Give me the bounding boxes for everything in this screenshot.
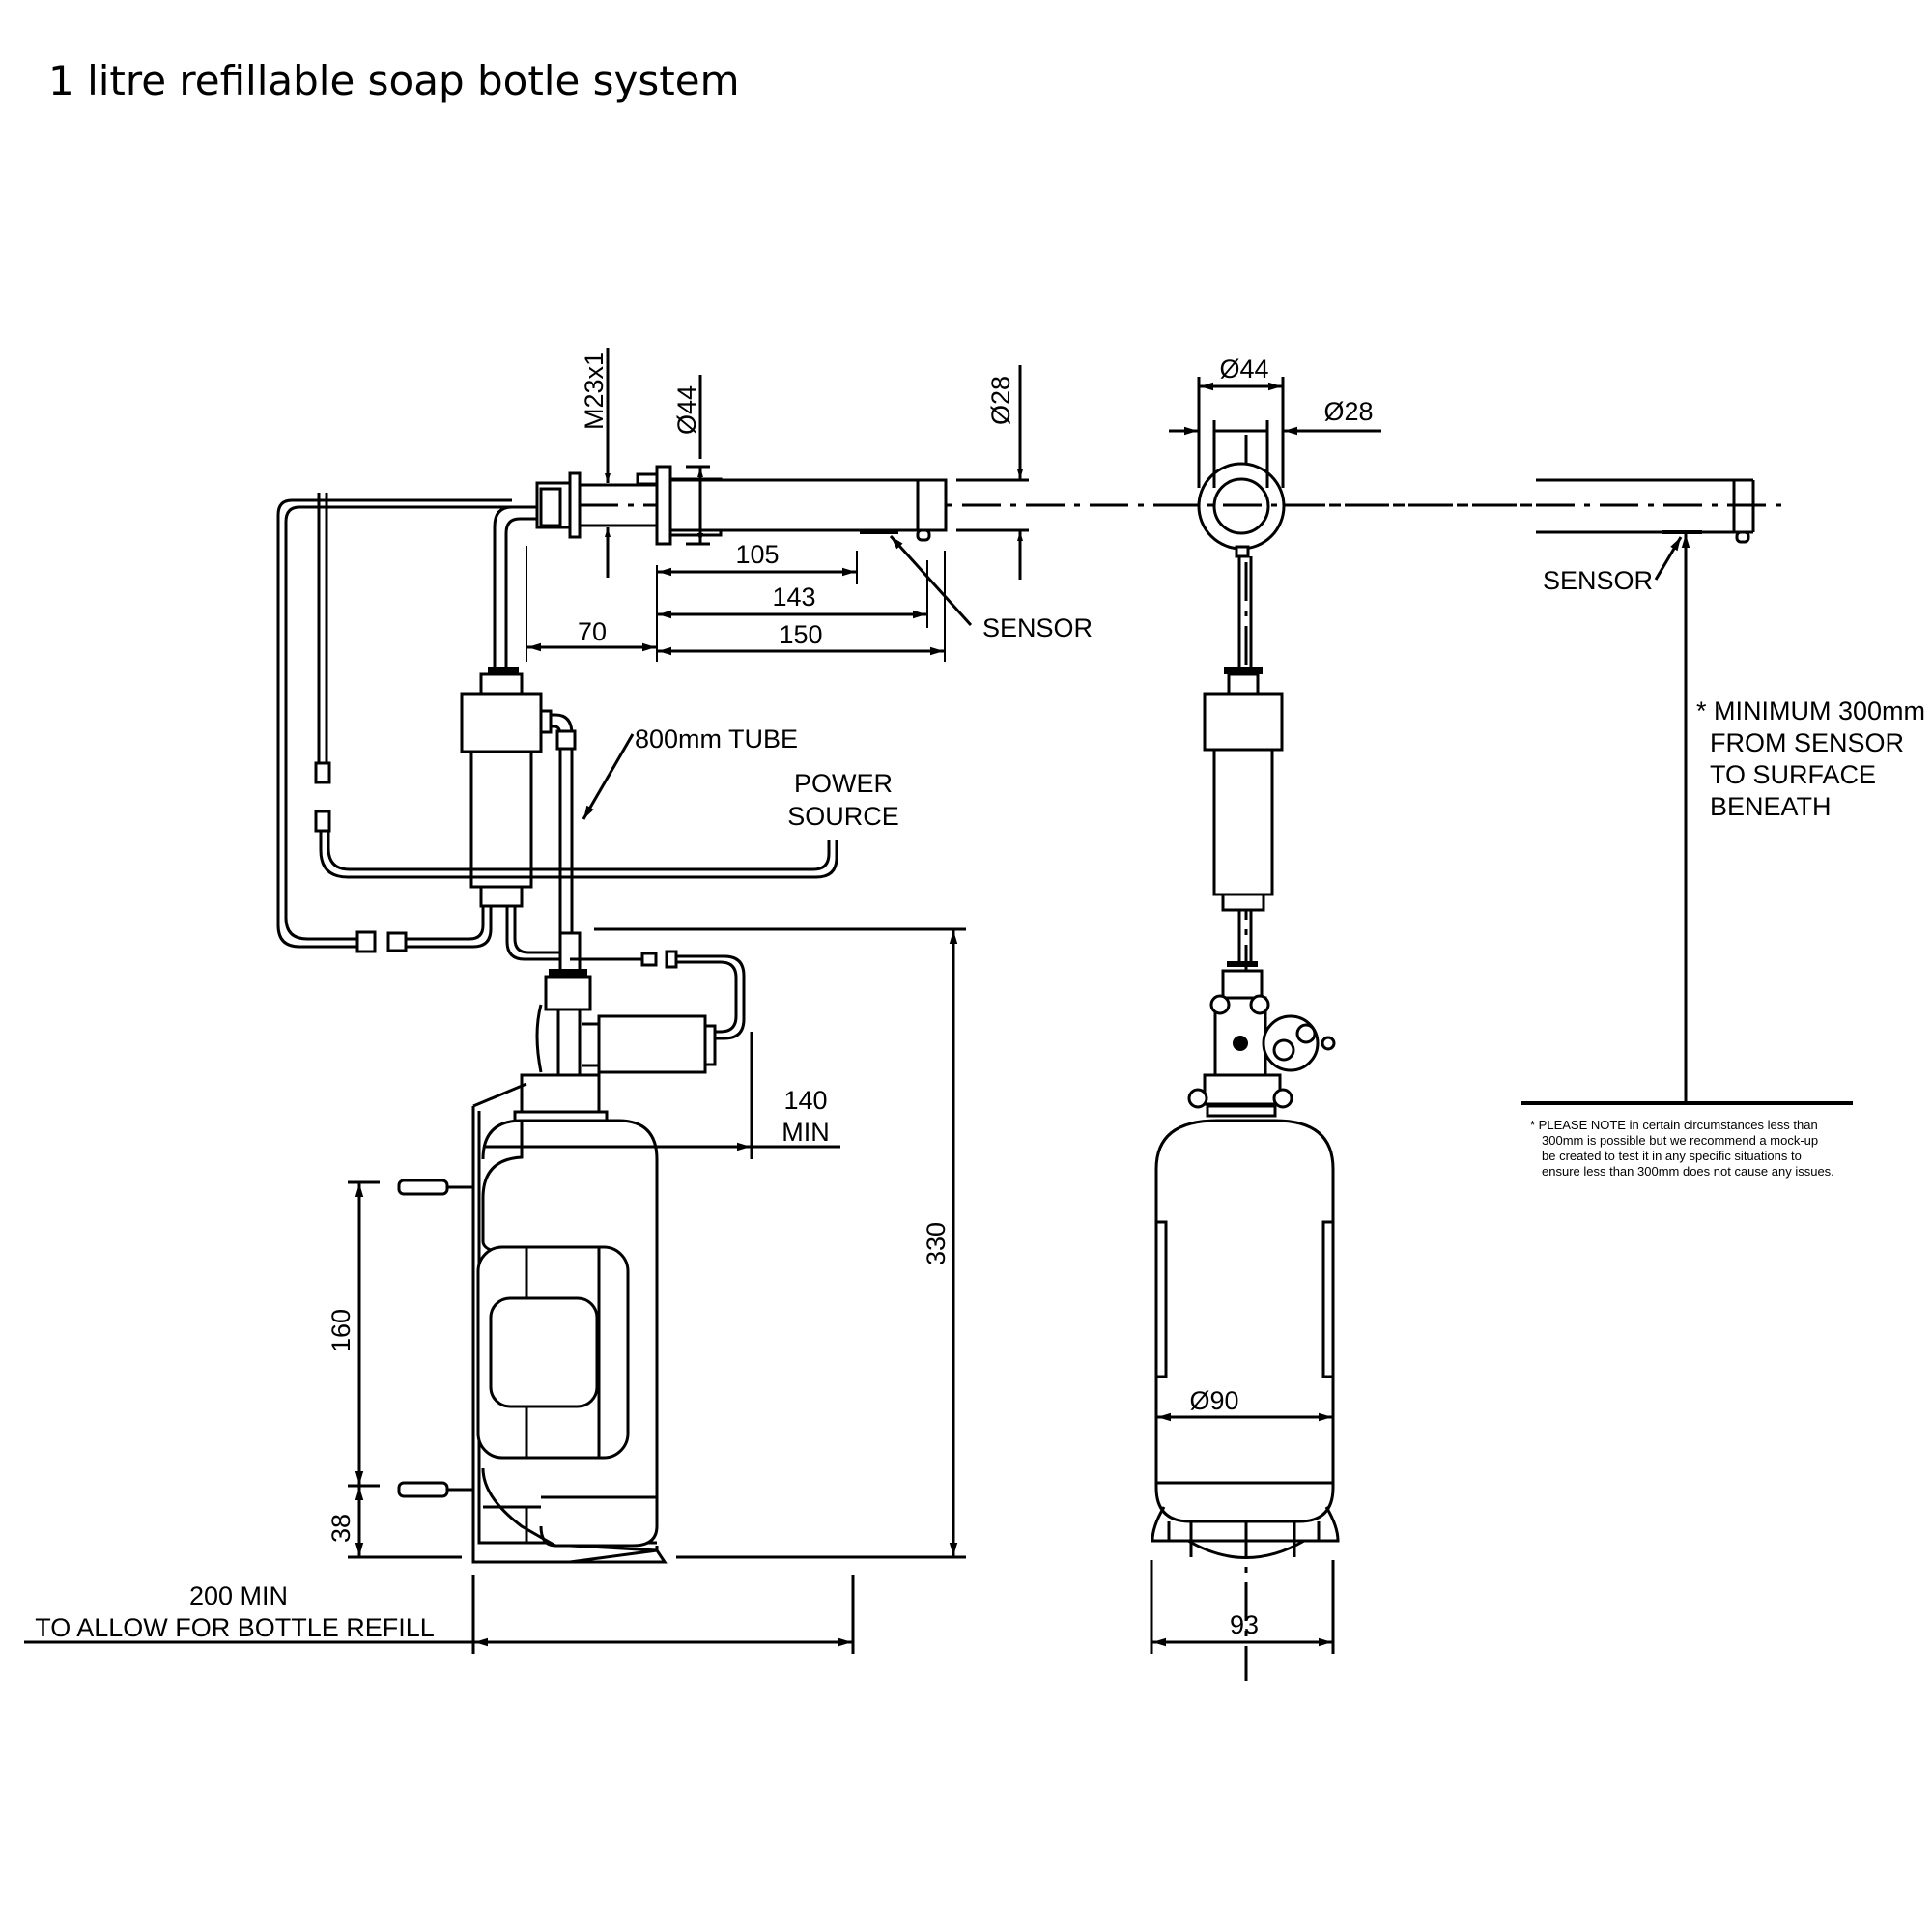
spout-diameter-label: Ø28 bbox=[986, 376, 1015, 425]
bottle-diameter-label: Ø90 bbox=[1189, 1386, 1238, 1415]
clearance-min-label: MIN bbox=[781, 1118, 830, 1147]
refill-note-label: TO ALLOW FOR BOTTLE REFILL bbox=[35, 1613, 435, 1642]
flange bbox=[655, 465, 672, 546]
pump-head bbox=[1187, 961, 1336, 1118]
dim-150-label: 150 bbox=[779, 620, 822, 649]
note-line-2: 300mm is possible but we recommend a moc… bbox=[1542, 1133, 1818, 1148]
refill-200-label: 200 MIN bbox=[189, 1581, 288, 1610]
bracket-160-label: 160 bbox=[327, 1309, 355, 1352]
pump-unit bbox=[460, 667, 577, 966]
dim-70-label: 70 bbox=[578, 617, 607, 646]
min-300-line1: * MINIMUM 300mm bbox=[1696, 696, 1925, 725]
note-line-4: ensure less than 300mm does not cause an… bbox=[1542, 1164, 1834, 1179]
min-300-line4: BENEATH bbox=[1710, 792, 1832, 821]
side-view: M23x1 Ø44 Ø28 105 143 70 150 SENSOR bbox=[24, 348, 1787, 1654]
drawing-title: 1 litre refillable soap botle system bbox=[48, 57, 740, 104]
note-line-1: * PLEASE NOTE in certain circumstances l… bbox=[1530, 1118, 1818, 1132]
end-view: SENSOR * MINIMUM 300mm FROM SENSOR TO SU… bbox=[1521, 478, 1925, 1179]
height-330-label: 330 bbox=[922, 1222, 951, 1265]
lower-pump bbox=[513, 927, 966, 1123]
sensor-label: SENSOR bbox=[982, 613, 1093, 642]
solenoid bbox=[597, 1014, 707, 1074]
wall-plugs bbox=[397, 1179, 473, 1498]
thread-size-label: M23x1 bbox=[580, 352, 609, 430]
bottle-side bbox=[471, 1082, 668, 1564]
front-spout-diameter-label: Ø28 bbox=[1323, 397, 1373, 426]
min-300-line2: FROM SENSOR bbox=[1710, 728, 1904, 757]
spout-circle bbox=[1212, 477, 1270, 535]
dim-105-label: 105 bbox=[735, 540, 779, 569]
note-line-3: be created to test it in any specific si… bbox=[1542, 1149, 1802, 1163]
tube-length-label: 800mm TUBE bbox=[635, 724, 798, 753]
power-label-line1: POWER bbox=[794, 769, 893, 798]
power-label-line2: SOURCE bbox=[787, 802, 899, 831]
bottle-front bbox=[1151, 1119, 1340, 1559]
min-300-line3: TO SURFACE bbox=[1710, 760, 1876, 789]
end-sensor-label: SENSOR bbox=[1543, 566, 1653, 595]
front-view: Ø44 Ø28 bbox=[1150, 355, 1546, 1681]
base-width-label: 93 bbox=[1230, 1610, 1259, 1639]
bracket-38-label: 38 bbox=[327, 1514, 355, 1543]
flange-diameter-label: Ø44 bbox=[672, 385, 701, 435]
clearance-140-label: 140 bbox=[783, 1086, 827, 1115]
front-flange-diameter-label: Ø44 bbox=[1219, 355, 1268, 384]
dim-143-label: 143 bbox=[772, 582, 815, 611]
spout bbox=[535, 465, 948, 546]
